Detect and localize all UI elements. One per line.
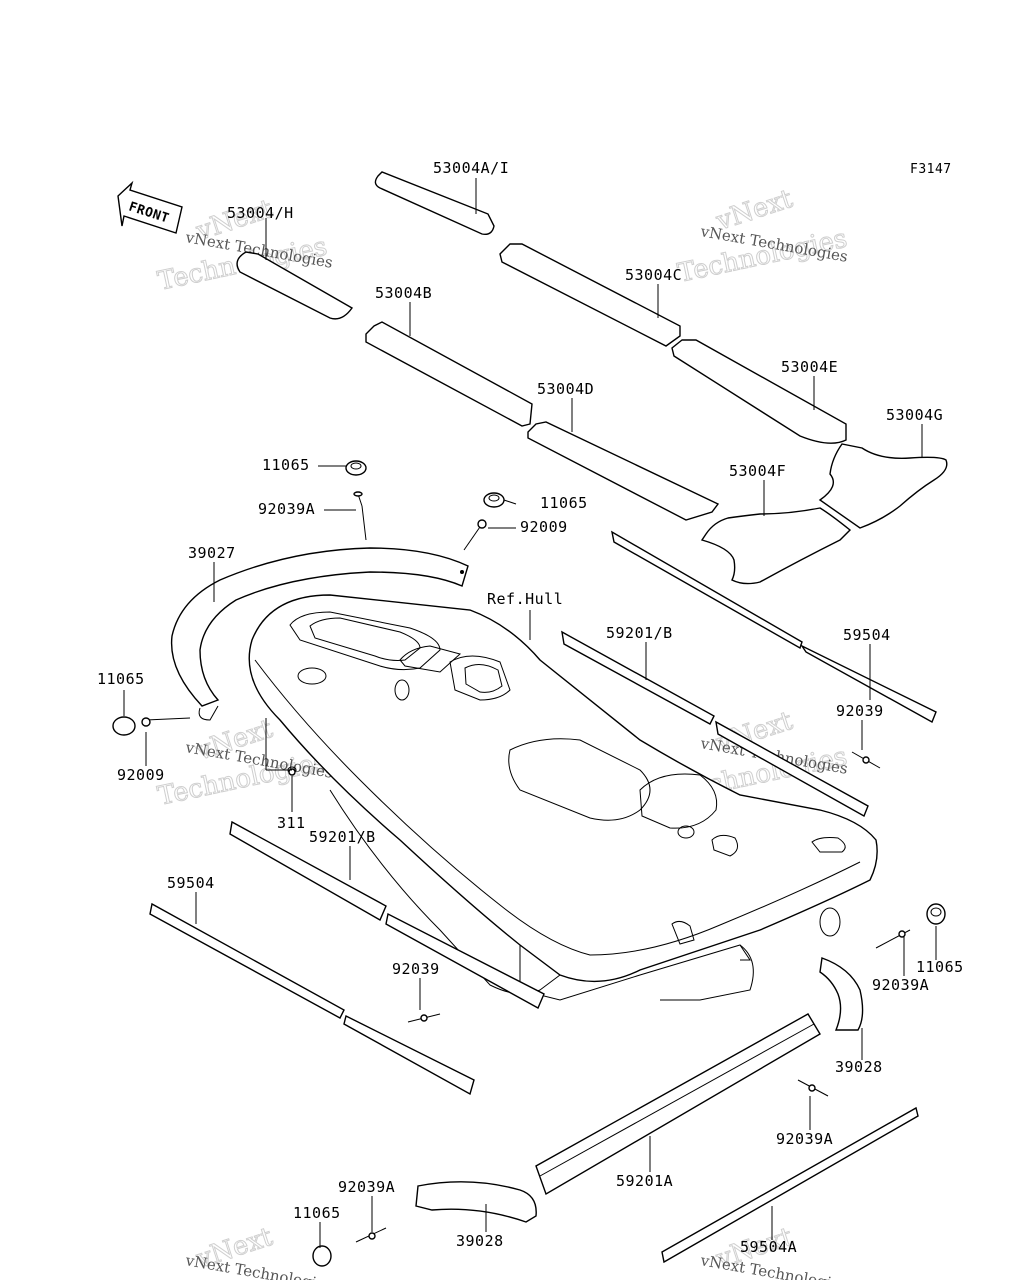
rivet-92039-left	[407, 1013, 441, 1023]
bumper-39027	[170, 547, 469, 721]
mat-53004a	[374, 171, 495, 236]
label-92039a-lower: 92039A	[338, 1178, 395, 1196]
mat-53004f	[700, 507, 852, 585]
label-11065-top: 11065	[262, 456, 310, 474]
label-92039-left: 92039	[392, 960, 440, 978]
label-53004e: 53004E	[781, 358, 838, 376]
label-311: 311	[277, 814, 306, 832]
strip-59504-upper	[611, 530, 937, 723]
mat-53004g	[818, 443, 948, 529]
label-39028-left: 39028	[456, 1232, 504, 1250]
leader-lines	[123, 178, 937, 1248]
rivet-92039a-lower	[355, 1227, 387, 1243]
label-92039-right: 92039	[836, 702, 884, 720]
label-53004f: 53004F	[729, 462, 786, 480]
mat-53004c	[499, 243, 681, 347]
label-53004a: 53004A/I	[433, 159, 509, 177]
label-39028-right: 39028	[835, 1058, 883, 1076]
label-59504-upper: 59504	[843, 626, 891, 644]
label-92039a-top: 92039A	[258, 500, 315, 518]
label-92039a-right: 92039A	[872, 976, 929, 994]
strip-59504-left	[149, 902, 475, 1096]
front-arrow-icon: FRONT	[117, 180, 183, 234]
screw-92009-left	[141, 717, 191, 727]
label-11065-left: 11065	[97, 670, 145, 688]
label-59504a: 59504A	[740, 1238, 797, 1256]
label-53004d: 53004D	[537, 380, 594, 398]
rail-59201b-upper	[561, 630, 869, 818]
label-11065-top2: 11065	[540, 494, 588, 512]
label-59504-left: 59504	[167, 874, 215, 892]
label-53004c: 53004C	[625, 266, 682, 284]
label-ref-hull: Ref.Hull	[487, 590, 563, 608]
figure-code: F3147	[910, 162, 952, 177]
label-39027: 39027	[188, 544, 236, 562]
mat-53004h	[236, 251, 354, 320]
rail-59201a	[535, 1013, 821, 1196]
mat-53004e	[671, 339, 847, 444]
screw-92009-top	[463, 519, 487, 551]
hull-ref	[248, 594, 878, 1001]
label-11065-right: 11065	[916, 958, 964, 976]
cap-11065-top	[345, 460, 367, 476]
label-11065-bottom: 11065	[293, 1204, 341, 1222]
label-53004b: 53004B	[375, 284, 432, 302]
bumper-39028-right	[819, 957, 864, 1031]
label-59201b-upper: 59201/B	[606, 624, 673, 642]
bumper-39028-left	[415, 1181, 537, 1223]
strip-59504a	[661, 1106, 919, 1264]
label-59201a: 59201A	[616, 1172, 673, 1190]
cap-11065-left	[112, 716, 136, 736]
mat-53004b	[365, 321, 533, 427]
rivet-92039-right	[851, 751, 881, 769]
cap-11065-top2	[483, 492, 505, 508]
rivet-92039a-right	[875, 929, 911, 949]
label-92009-left: 92009	[117, 766, 165, 784]
rail-59201b-left	[229, 820, 545, 1009]
mat-53004d	[527, 421, 720, 521]
part-labels: 53004A/I 53004/H 53004B 53004C 53004D 53…	[97, 159, 964, 1256]
rivet-92039a-rear	[797, 1079, 829, 1097]
label-92039a-rear: 92039A	[776, 1130, 833, 1148]
label-92009-top: 92009	[520, 518, 568, 536]
cap-11065-bottom	[312, 1245, 332, 1267]
label-53004g: 53004G	[886, 406, 943, 424]
watermark-top-right: vNext Technologies vNext Technologies	[675, 183, 851, 289]
cap-11065-right	[926, 903, 946, 925]
label-53004h: 53004/H	[227, 204, 294, 222]
label-59201b-left: 59201/B	[309, 828, 376, 846]
rivet-92039a-top	[353, 491, 367, 541]
